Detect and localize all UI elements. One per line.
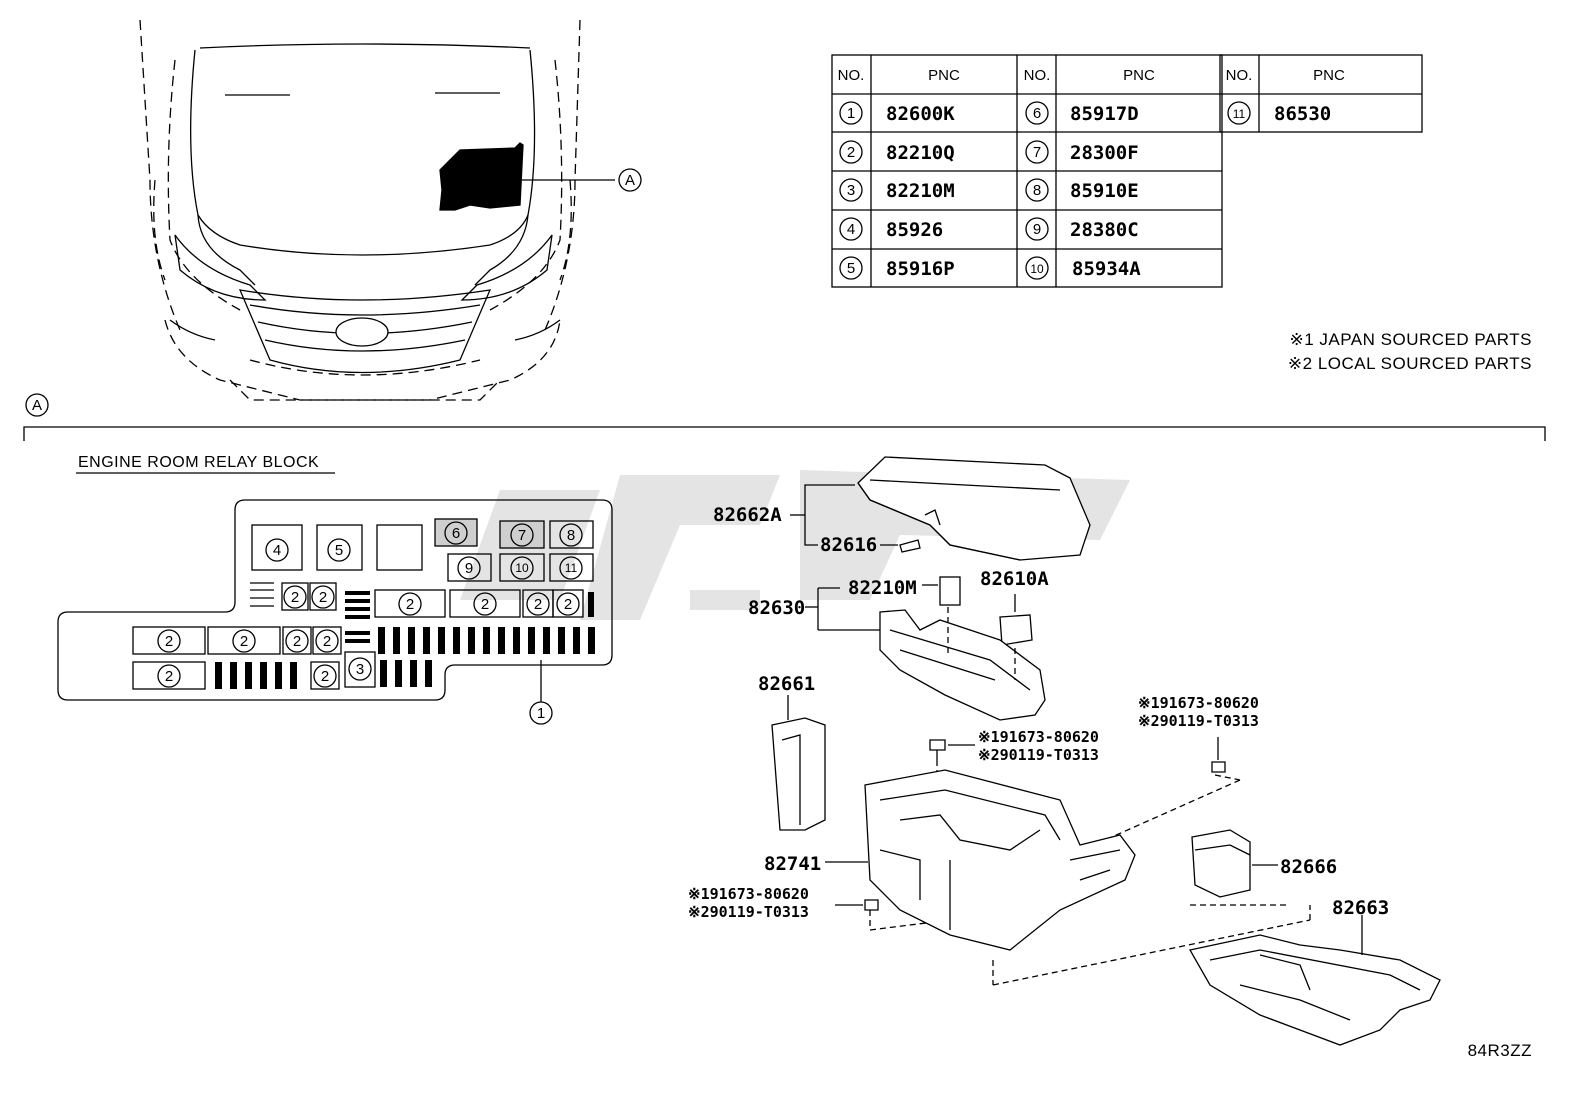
relay-block-title: ENGINE ROOM RELAY BLOCK — [78, 454, 319, 471]
label-bolt-b2: ※290119-T0313 — [1138, 712, 1259, 730]
table-row-no: 4 — [847, 221, 855, 238]
table-header-pnc: PNC — [1123, 67, 1155, 84]
view-marker-section: A — [32, 397, 42, 414]
table-header-pnc: PNC — [928, 67, 960, 84]
table-row-no: 8 — [1033, 182, 1041, 199]
table-row-no: 1 — [847, 105, 855, 122]
callout-2: 2 — [321, 668, 329, 685]
note-japan-sourced: ※1 JAPAN SOURCED PARTS — [1289, 330, 1532, 349]
callout-2: 2 — [564, 596, 572, 613]
exploded-parts — [771, 456, 1441, 1046]
callout-2: 2 — [291, 589, 299, 606]
table-row-pnc: 85934A — [1072, 258, 1141, 280]
table-row-no: 3 — [847, 182, 855, 199]
callout-2: 2 — [319, 589, 327, 606]
table-row-no: 2 — [847, 144, 855, 161]
callout-4: 4 — [273, 542, 281, 559]
view-marker-top: A — [625, 172, 635, 189]
table-row-no: 11 — [1233, 107, 1246, 121]
pnc-table-grid — [831, 54, 1423, 288]
note-local-sourced: ※2 LOCAL SOURCED PARTS — [1288, 354, 1532, 373]
table-row-pnc: 85910E — [1070, 180, 1139, 202]
table-row-no: 10 — [1030, 262, 1044, 276]
label-82630: 82630 — [748, 597, 805, 619]
table-header-no: NO. — [838, 67, 865, 84]
pnc-table: NO. PNC NO. PNC NO. PNC 1 82600K 2 82210… — [838, 67, 1345, 280]
table-row-pnc: 85917D — [1070, 103, 1139, 125]
section-frame — [23, 393, 1546, 441]
callout-7: 7 — [518, 527, 526, 544]
callout-3: 3 — [356, 661, 364, 678]
part-labels: 82662A 82616 82210M 82610A 82630 82661 ※… — [688, 504, 1389, 921]
table-row-no: 9 — [1033, 221, 1041, 238]
fuse-bars — [215, 591, 595, 689]
callout-2: 2 — [534, 596, 542, 613]
label-82662A: 82662A — [713, 504, 782, 526]
label-bolt-c1: ※191673-80620 — [688, 885, 809, 903]
table-header-pnc: PNC — [1313, 67, 1345, 84]
diagram-code: 84R3ZZ — [1468, 1041, 1532, 1060]
label-82661: 82661 — [758, 673, 815, 695]
table-row-no: 5 — [847, 260, 855, 277]
table-row-pnc: 28300F — [1070, 142, 1139, 164]
label-82610A: 82610A — [980, 568, 1049, 590]
label-82210M: 82210M — [848, 577, 917, 599]
label-82616: 82616 — [820, 534, 877, 556]
callout-11: 11 — [565, 561, 578, 575]
callout-5: 5 — [335, 542, 343, 559]
callout-6: 6 — [452, 525, 460, 542]
label-82741: 82741 — [764, 853, 821, 875]
callout-10: 10 — [515, 561, 529, 575]
callout-2: 2 — [481, 596, 489, 613]
callout-2: 2 — [406, 596, 414, 613]
relay-block-callouts: 4 5 6 7 8 9 10 11 2 2 2 2 2 2 2 2 2 2 2 … — [165, 525, 578, 722]
table-row-pnc: 82210Q — [886, 142, 955, 164]
relay-block-layout — [57, 499, 613, 725]
callout-8: 8 — [567, 527, 575, 544]
callout-2: 2 — [165, 633, 173, 650]
label-bolt-c2: ※290119-T0313 — [688, 903, 809, 921]
label-bolt-a1: ※191673-80620 — [978, 728, 1099, 746]
table-header-no: NO. — [1024, 67, 1051, 84]
table-row-no: 7 — [1033, 144, 1041, 161]
table-header-no: NO. — [1226, 67, 1253, 84]
callout-1: 1 — [537, 705, 545, 722]
table-row-pnc: 82600K — [886, 103, 955, 125]
table-row-no: 6 — [1033, 105, 1041, 122]
label-82666: 82666 — [1280, 856, 1337, 878]
table-row-pnc: 86530 — [1274, 103, 1331, 125]
table-row-pnc: 28380C — [1070, 219, 1139, 241]
table-row-pnc: 85926 — [886, 219, 943, 241]
callout-2: 2 — [293, 633, 301, 650]
callout-2: 2 — [323, 633, 331, 650]
table-row-pnc: 82210M — [886, 180, 955, 202]
label-82663: 82663 — [1332, 897, 1389, 919]
callout-9: 9 — [465, 560, 473, 577]
callout-2: 2 — [240, 633, 248, 650]
table-row-pnc: 85916P — [886, 258, 955, 280]
label-bolt-b1: ※191673-80620 — [1138, 694, 1259, 712]
vehicle-front-view — [139, 19, 642, 401]
label-bolt-a2: ※290119-T0313 — [978, 746, 1099, 764]
callout-2: 2 — [165, 668, 173, 685]
